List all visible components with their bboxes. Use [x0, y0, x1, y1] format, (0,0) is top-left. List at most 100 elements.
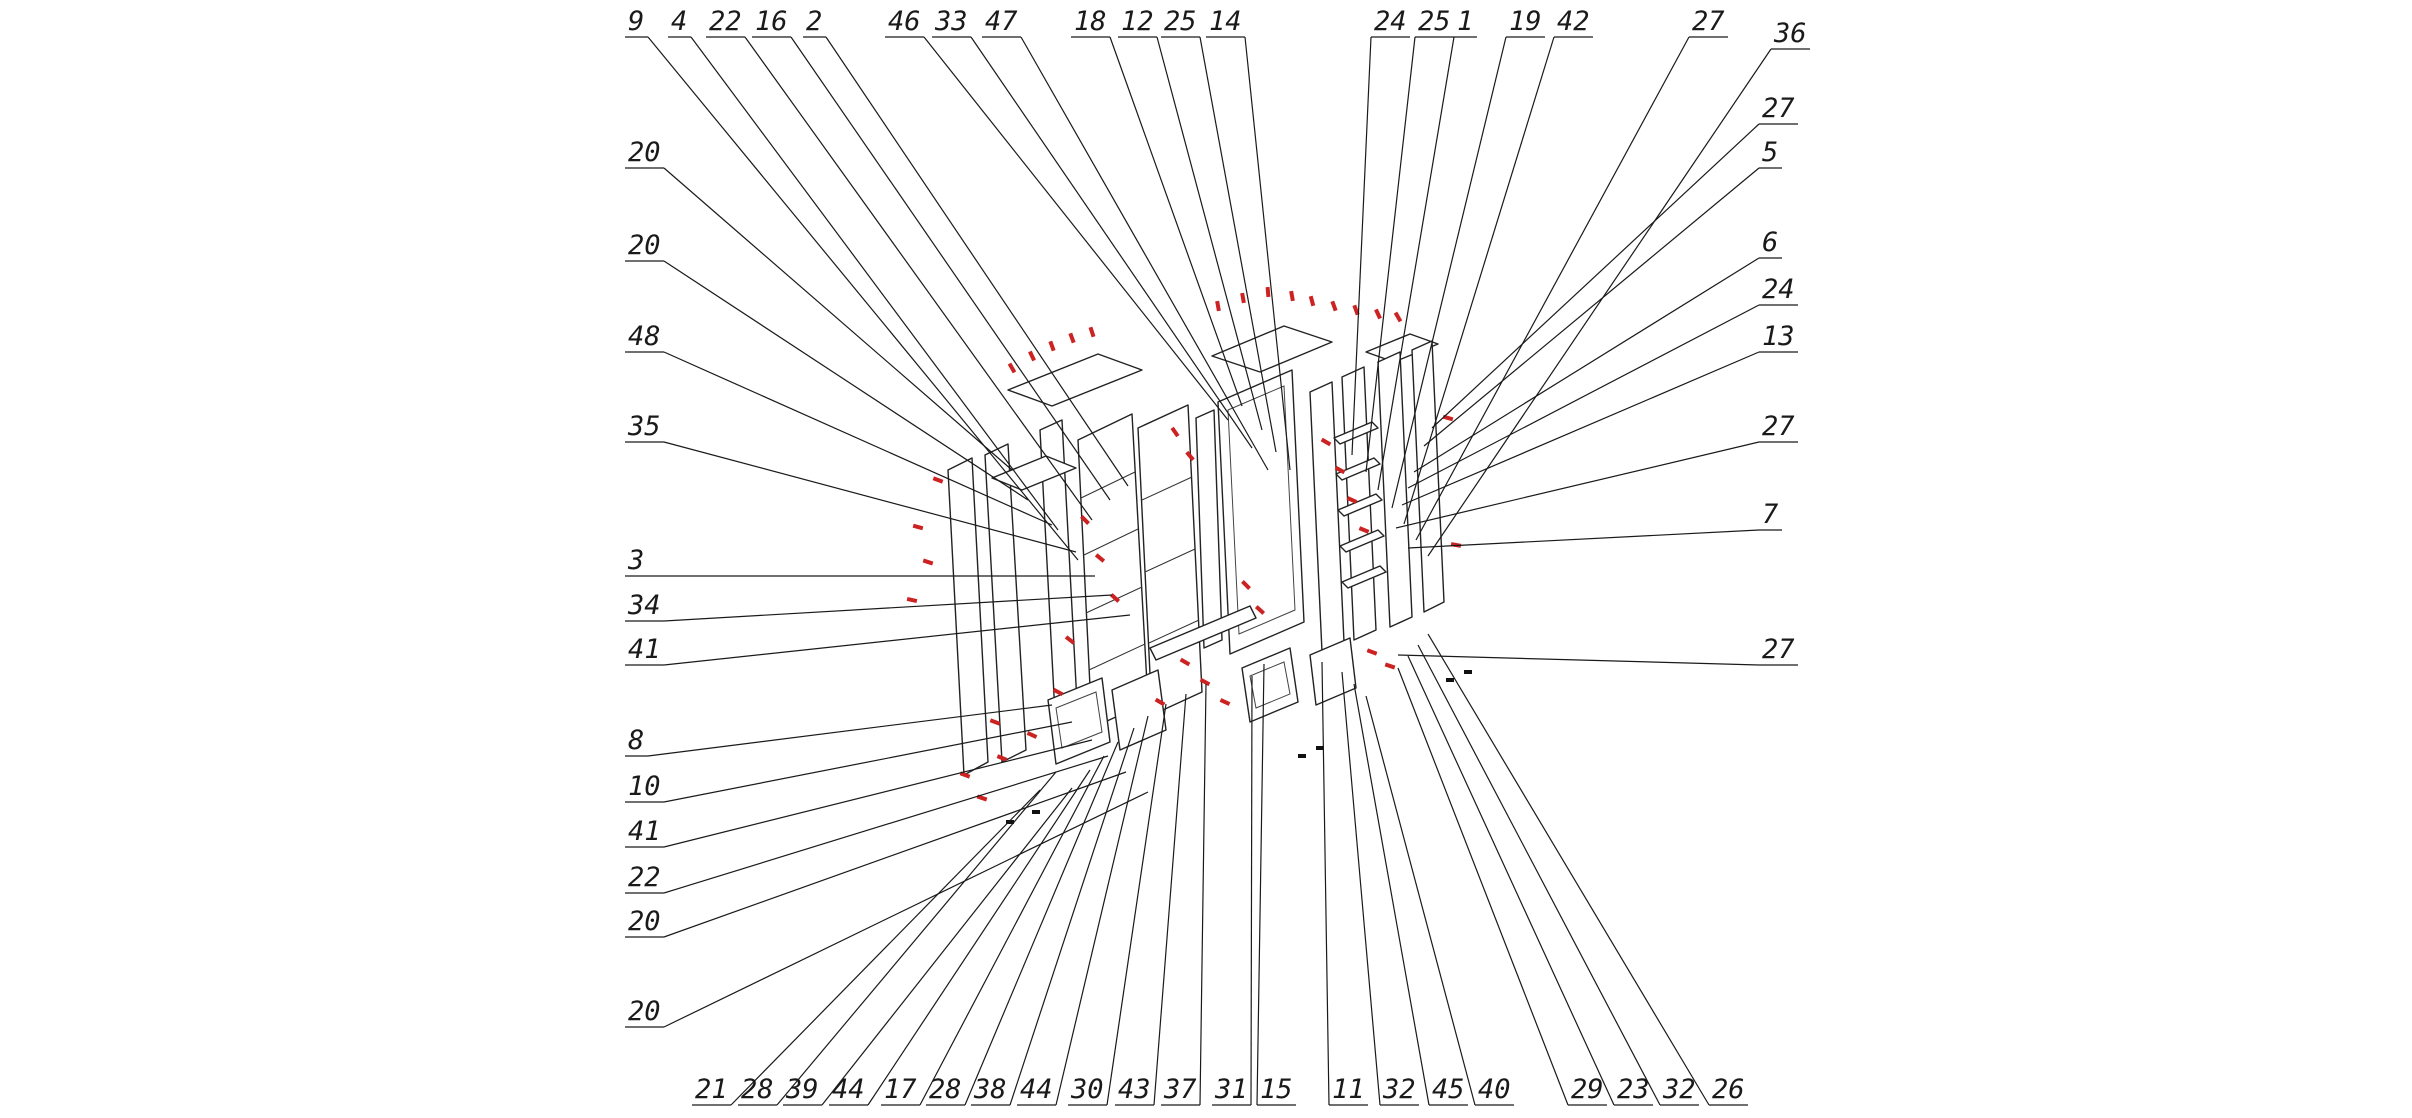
leader-line	[1407, 304, 1760, 489]
leader-line	[1156, 36, 1263, 431]
callout-label: 27	[1692, 6, 1725, 37]
fastener-mark	[1352, 304, 1360, 316]
fastener-mark	[1215, 300, 1221, 312]
leader-line	[1395, 441, 1760, 529]
callout-label: 44	[1020, 1074, 1053, 1105]
left-side-panels	[947, 443, 1027, 776]
shelf-edge	[1148, 619, 1200, 644]
leader-line	[1055, 715, 1149, 1106]
center-cabinet	[1195, 369, 1305, 655]
leader-line	[867, 769, 1091, 1106]
leader-line	[744, 36, 1093, 521]
tall-side-panel	[1411, 340, 1445, 613]
callout-label: 23	[1617, 1074, 1650, 1105]
leader-line	[730, 789, 1041, 1106]
callout-label: 25	[1164, 6, 1197, 37]
fastener-mark	[1442, 414, 1454, 422]
leader-line	[1423, 167, 1760, 447]
callout-label: 18	[1074, 6, 1107, 37]
leader-line	[1413, 257, 1760, 473]
fastener-mark	[1028, 350, 1036, 362]
fastener-mark	[1330, 300, 1338, 312]
fastener-mark	[1265, 286, 1271, 298]
dowel-mark	[1006, 820, 1014, 824]
fastener-mark	[1358, 526, 1370, 534]
leader-line	[1403, 36, 1555, 525]
shelf-slab	[1337, 493, 1383, 517]
fastener-mark	[996, 754, 1008, 762]
leader-line	[663, 771, 1127, 938]
callout-label: 28	[929, 1074, 962, 1105]
leader-line	[1365, 36, 1416, 473]
callout-label: 11	[1332, 1074, 1365, 1105]
fastener-mark	[1240, 292, 1246, 304]
dowel-mark	[1446, 678, 1454, 682]
callout-label: 2	[806, 6, 822, 37]
leader-line	[825, 36, 1129, 487]
leader-line	[663, 755, 1109, 894]
leader-line	[663, 167, 1013, 471]
drawer-box	[1241, 647, 1299, 723]
leader-line	[1199, 36, 1277, 453]
fastener-mark	[1064, 635, 1076, 645]
leader-line	[821, 787, 1073, 1106]
leader-line	[663, 351, 1053, 526]
fastener-mark	[1026, 731, 1038, 739]
callout-label: 10	[628, 771, 661, 802]
shelf-slab	[1335, 457, 1381, 481]
callout-label: 37	[1163, 1074, 1197, 1105]
fastener-mark	[912, 523, 924, 531]
left-cabinet	[1039, 404, 1203, 734]
leader-line	[1244, 36, 1291, 471]
top-lid-center	[1211, 325, 1333, 373]
leader-line	[1106, 703, 1167, 1106]
callout-label: 29	[1571, 1074, 1604, 1105]
leader-line	[1427, 48, 1772, 557]
callout-label: 12	[1121, 6, 1154, 37]
fastener-mark	[1179, 657, 1191, 667]
leader-line	[1256, 663, 1265, 1106]
drawers-and-base	[1047, 605, 1357, 765]
fastener-mark	[906, 597, 918, 603]
leader-line	[919, 755, 1105, 1106]
tall-side-panel	[1377, 351, 1413, 628]
callout-label: 15	[1260, 1074, 1293, 1105]
fastener-mark	[1052, 687, 1064, 697]
shelf-slab	[1339, 529, 1385, 553]
callout-label: 13	[1762, 321, 1795, 352]
callout-label: 20	[628, 996, 661, 1027]
leader-line	[663, 721, 1073, 803]
fastener-mark	[1320, 437, 1332, 447]
callout-label: 41	[628, 816, 661, 847]
callout-label: 25	[1418, 6, 1451, 37]
leader-line	[1341, 671, 1381, 1106]
callout-label: 19	[1509, 6, 1542, 37]
shelf-slab	[1333, 421, 1379, 445]
callout-label: 27	[1762, 411, 1795, 442]
fastener-mark	[1048, 340, 1056, 352]
callout-label: 7	[1762, 499, 1778, 530]
callout-label: 24	[1762, 274, 1795, 305]
leader-line	[923, 36, 1229, 421]
callout-label: 32	[1662, 1074, 1696, 1105]
callout-label: 22	[628, 862, 661, 893]
callout-label: 40	[1478, 1074, 1511, 1105]
callout-label: 33	[934, 6, 968, 37]
leader-line	[1407, 655, 1615, 1106]
callout-label: 41	[628, 634, 661, 665]
drawer-box	[1111, 669, 1167, 751]
leader-line	[1109, 36, 1243, 407]
shelf-edge	[1144, 548, 1196, 573]
callout-label: 1	[1457, 6, 1473, 37]
callout-label: 21	[695, 1074, 728, 1105]
leader-line	[1401, 351, 1760, 506]
leader-line	[1351, 36, 1372, 456]
leader-line	[1199, 683, 1207, 1106]
callout-label: 20	[628, 137, 661, 168]
callout-label: 26	[1712, 1074, 1745, 1105]
callout-label: 17	[884, 1074, 917, 1105]
fastener-mark	[1393, 311, 1403, 323]
top-lid-left	[1007, 353, 1143, 407]
fastener-mark	[1289, 290, 1295, 302]
